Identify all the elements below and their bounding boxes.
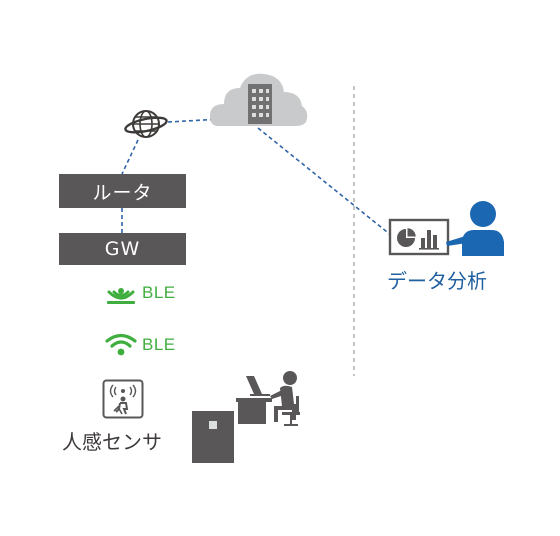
ble-receive-icon (107, 288, 135, 304)
globe-router-link (121, 139, 139, 175)
cloud-analysis-link (257, 127, 393, 237)
ble-receive-label: BLE (142, 283, 176, 302)
motion-sensor-icon (102, 379, 144, 419)
ble-send-icon (105, 333, 137, 356)
presenter-icon (388, 201, 504, 256)
gateway-box: GW (59, 233, 186, 265)
router-box: ルータ (59, 174, 186, 208)
gateway-label: GW (104, 238, 141, 260)
cabinet-icon (192, 411, 234, 463)
globe-icon (124, 110, 168, 138)
cloud-icon (210, 73, 308, 126)
ble-send-item: BLE (104, 332, 176, 358)
ble-send-label: BLE (142, 335, 176, 354)
building-icon (248, 84, 272, 124)
analysis-label: データ分析 (387, 269, 487, 293)
sensor-label: 人感センサ (62, 430, 162, 454)
office-worker-icon (236, 371, 300, 426)
router-label: ルータ (92, 181, 153, 204)
ble-receive-item: BLE (104, 281, 176, 305)
